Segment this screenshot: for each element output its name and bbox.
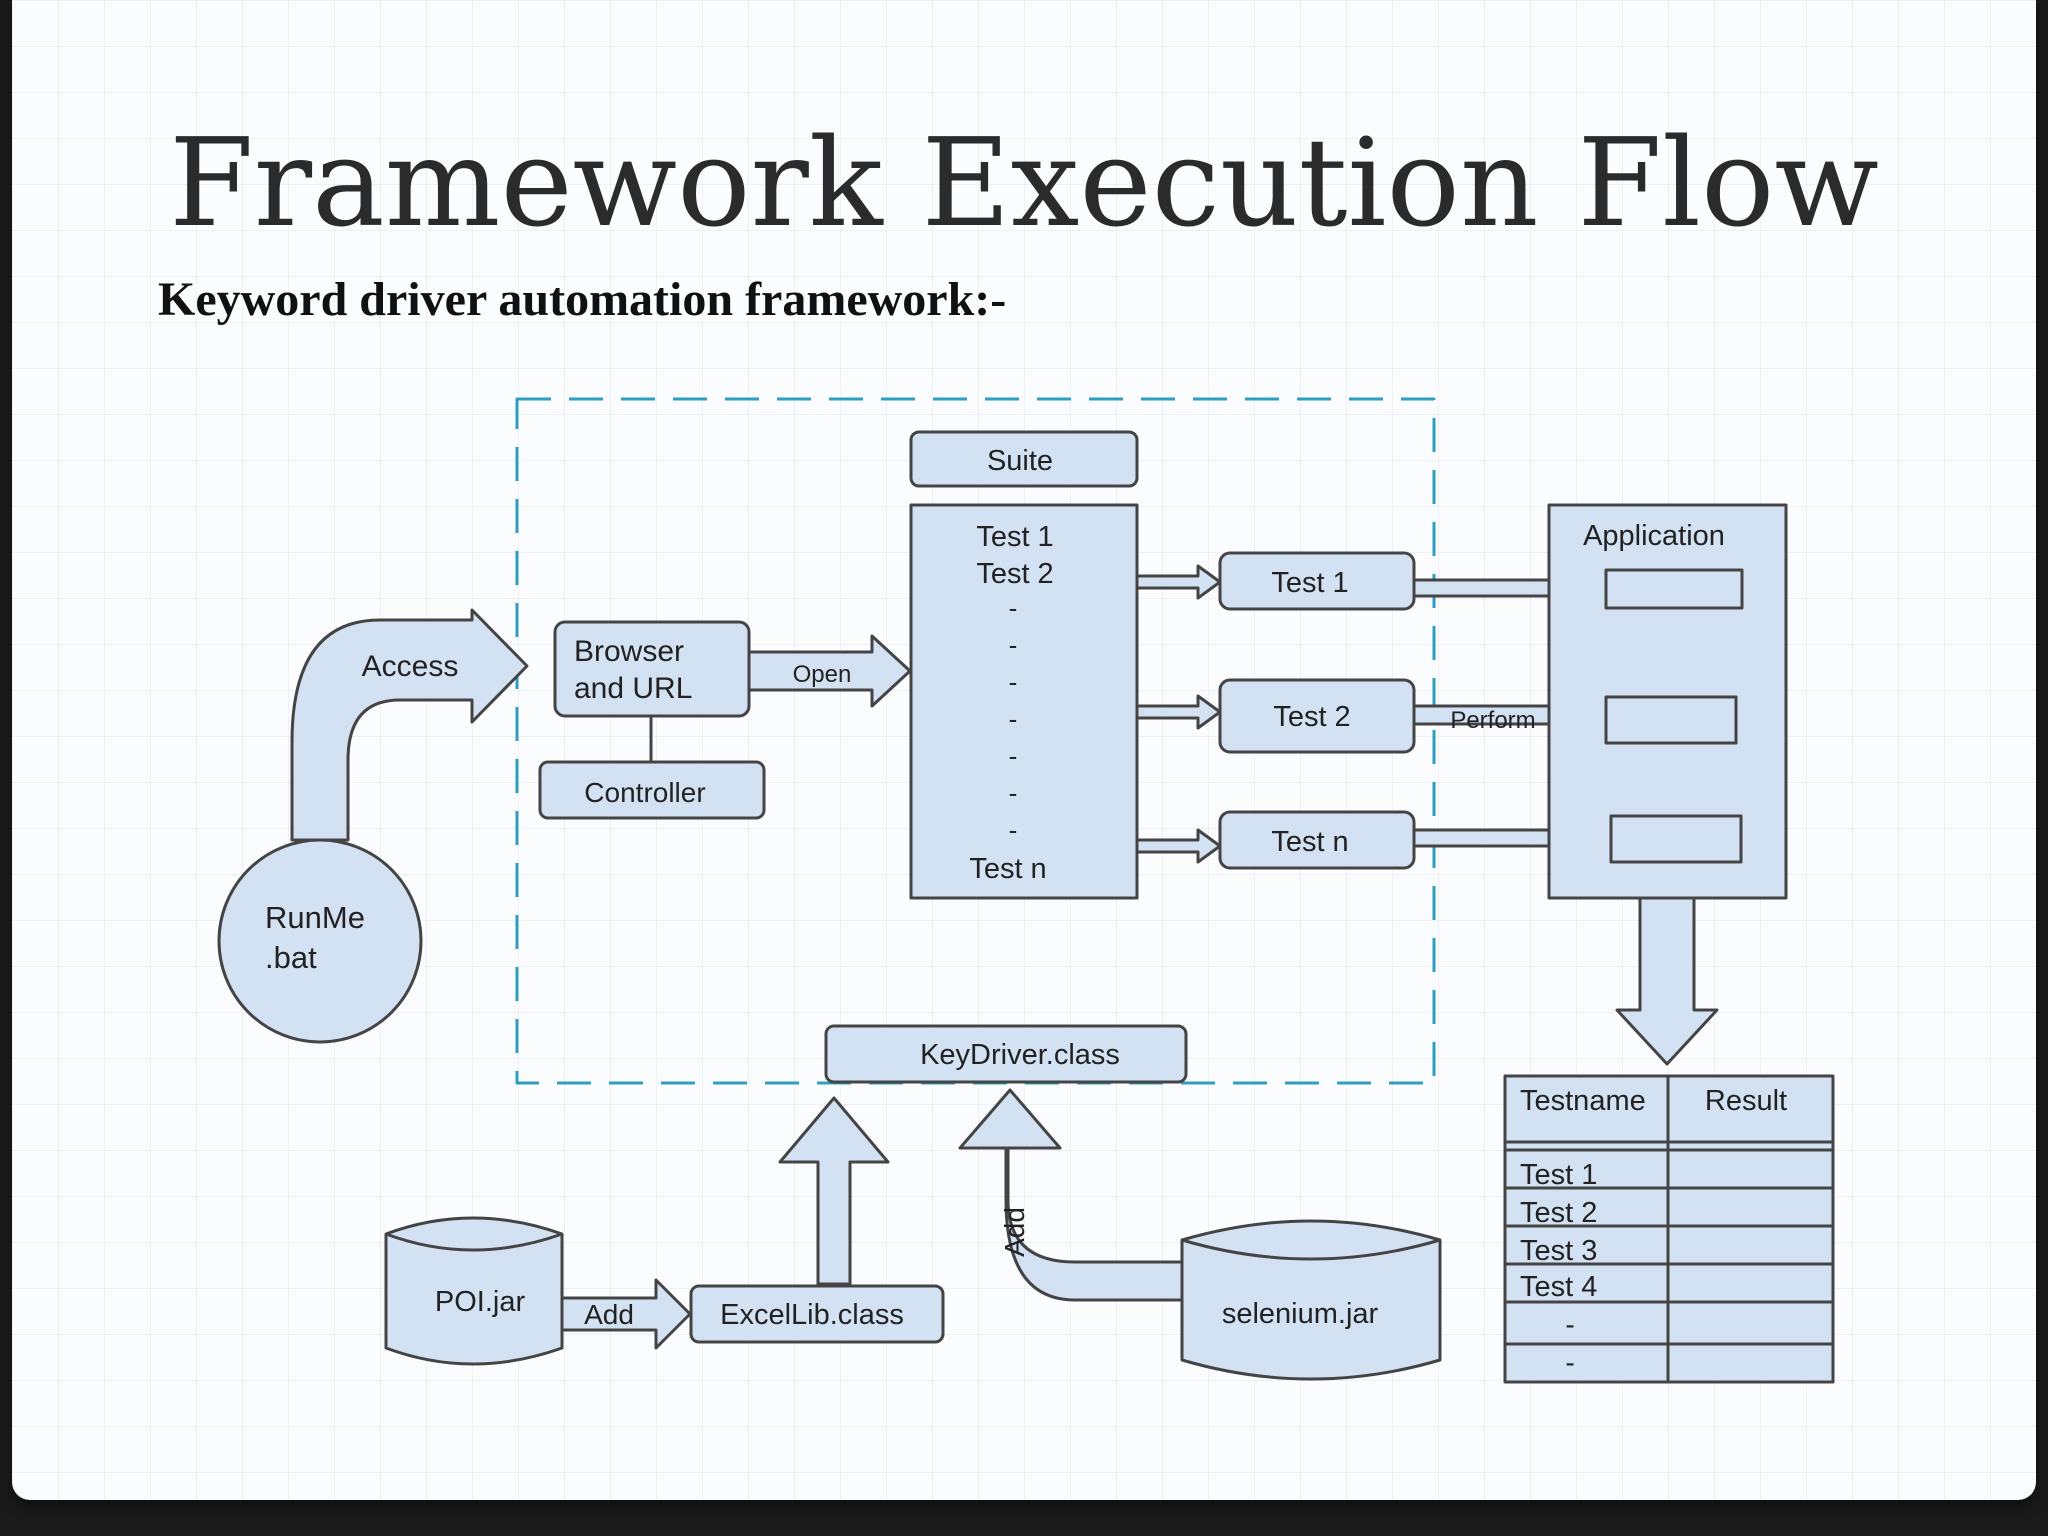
test1-label: Test 1	[1271, 567, 1348, 599]
suite-dash: -	[1009, 630, 1018, 660]
arrow-suite-test1	[1135, 564, 1222, 600]
app-slot-1	[1604, 568, 1744, 610]
slide-subtitle: Keyword driver automation framework:-	[158, 273, 1007, 326]
arrow-excellib-keydriver	[778, 1096, 890, 1286]
selenium-jar-label: selenium.jar	[1222, 1298, 1379, 1330]
poi-jar-label: POI.jar	[435, 1286, 526, 1318]
result-row-label: -	[1565, 1309, 1574, 1340]
result-row-label: Test 2	[1520, 1197, 1597, 1229]
add-poi-label: Add	[584, 1299, 634, 1330]
keydriver-node	[824, 1024, 1188, 1084]
access-arrow	[290, 608, 529, 842]
result-header-testname: Testname	[1520, 1085, 1646, 1117]
result-row-label: -	[1565, 1347, 1574, 1378]
selenium-jar-rim	[1181, 1238, 1441, 1261]
browser-url-label-1: Browser	[574, 635, 684, 668]
runme-label-2: .bat	[265, 940, 317, 975]
open-arrow	[747, 634, 912, 708]
runme-label-1: RunMe	[265, 900, 365, 935]
perform-label: Perform	[1450, 707, 1535, 734]
runme-node	[217, 838, 423, 1044]
suite-dash: -	[1009, 704, 1018, 734]
suite-dash: -	[1009, 815, 1018, 845]
suite-dash: -	[1009, 741, 1018, 771]
controller-label: Controller	[584, 777, 705, 808]
arrow-suite-test2	[1135, 694, 1222, 730]
add-selenium-label: Add	[999, 1207, 1030, 1257]
suite-dash: -	[1009, 667, 1018, 697]
excellib-node	[689, 1284, 945, 1344]
open-label: Open	[793, 661, 852, 688]
app-slot-2	[1604, 695, 1738, 745]
suite-dash: -	[1009, 593, 1018, 623]
slide-title: Framework Execution Flow	[169, 112, 1879, 254]
result-row-label: Test 4	[1520, 1271, 1597, 1303]
suite-list-node	[909, 503, 1139, 900]
add-arrow-poi	[560, 1278, 692, 1350]
suite-testn-label: Test n	[969, 853, 1046, 885]
arrow-selenium-keydriver	[958, 1088, 1184, 1302]
suite-dash: -	[1009, 778, 1018, 808]
application-label: Application	[1583, 520, 1725, 552]
poi-jar-rim	[385, 1232, 563, 1252]
keydriver-label: KeyDriver.class	[920, 1039, 1120, 1071]
test2-label: Test 2	[1273, 701, 1350, 733]
browser-url-label-2: and URL	[574, 672, 692, 705]
selenium-jar-node	[1180, 1219, 1442, 1381]
testn-label: Test n	[1271, 826, 1348, 858]
app-slot-3	[1609, 814, 1743, 864]
access-label: Access	[362, 650, 459, 683]
excellib-label: ExcelLib.class	[720, 1299, 904, 1331]
suite-node	[909, 430, 1139, 488]
poi-jar-node	[384, 1216, 564, 1366]
suite-label: Suite	[987, 445, 1053, 477]
arrow-suite-testn	[1135, 828, 1222, 864]
suite-test1-label: Test 1	[976, 521, 1053, 553]
result-header-result: Result	[1705, 1085, 1787, 1117]
controller-node	[538, 760, 766, 820]
result-row-label: Test 3	[1520, 1235, 1597, 1267]
result-row-label: Test 1	[1520, 1159, 1597, 1191]
suite-test2-label: Test 2	[976, 558, 1053, 590]
arrow-app-table	[1615, 896, 1719, 1066]
